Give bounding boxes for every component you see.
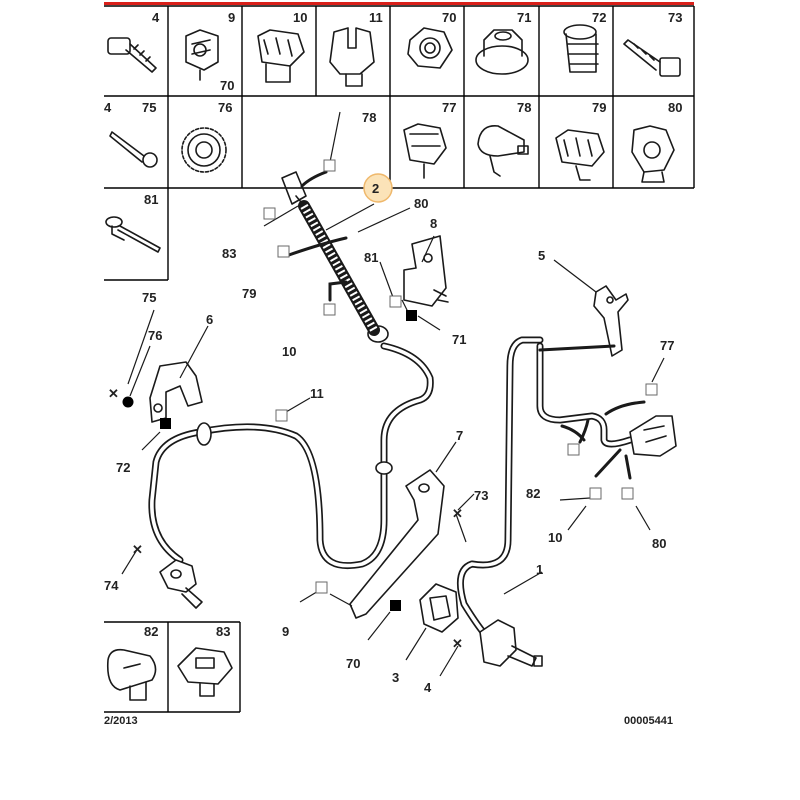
callout-7: 7 xyxy=(456,428,463,443)
reference-markers: ✕ ✕ ✕ ✕ xyxy=(108,159,658,651)
callout-10b: 10 xyxy=(548,530,562,545)
bottom-parts-grid xyxy=(104,621,241,713)
grid-label-82: 82 xyxy=(144,624,158,639)
leader-lines xyxy=(121,111,665,677)
sensor-4 xyxy=(479,619,543,667)
callout-71: 71 xyxy=(452,332,466,347)
thumb-holder-80 xyxy=(631,125,675,183)
callout-80a: 80 xyxy=(414,196,428,211)
cross-marker-74: ✕ xyxy=(132,542,143,557)
thumb-bolt-4 xyxy=(107,37,157,73)
pipe-right-upper xyxy=(536,342,634,448)
thumb-nut-70 xyxy=(407,27,453,69)
callout-9: 9 xyxy=(282,624,289,639)
callout-72: 72 xyxy=(116,460,130,475)
grid-label-72: 72 xyxy=(592,10,606,25)
callout-75: 75 xyxy=(142,290,156,305)
grid-label-75: 75 xyxy=(142,100,156,115)
callout-77: 77 xyxy=(660,338,674,353)
grid-label-71: 71 xyxy=(517,10,531,25)
thumb-clip-9 xyxy=(185,29,219,81)
grid-label-10: 10 xyxy=(293,10,307,25)
thumb-clip-79 xyxy=(555,129,605,181)
thumb-screw-73 xyxy=(623,39,681,77)
sensor-74 xyxy=(159,559,203,609)
thumb-holder-11 xyxy=(329,27,375,87)
grid-label-79: 79 xyxy=(592,100,606,115)
thumb-clip-83 xyxy=(177,647,233,697)
pipe-1 xyxy=(456,336,544,644)
footer-date: 2/2013 xyxy=(104,715,138,727)
header-accent-line xyxy=(104,2,694,5)
footer-ref: 00005441 xyxy=(624,715,673,727)
callout-80b: 80 xyxy=(652,536,666,551)
callout-11: 11 xyxy=(310,386,324,401)
cross-marker-73: ✕ xyxy=(452,506,463,521)
callout-3: 3 xyxy=(392,670,399,685)
grid-label-4b: 4 xyxy=(104,100,112,115)
grid-label-9: 9 xyxy=(228,10,235,25)
grid-label-70: 70 xyxy=(442,10,456,25)
callout-70: 70 xyxy=(346,656,360,671)
callout-6: 6 xyxy=(206,312,213,327)
grid-label-83: 83 xyxy=(216,624,230,639)
thumb-washer-76 xyxy=(181,127,227,173)
parts-index-grid xyxy=(104,5,695,281)
thumb-clip-77 xyxy=(403,123,447,179)
grid-label-11: 11 xyxy=(369,10,383,25)
bracket-7 xyxy=(349,469,445,619)
flex-hose-2 xyxy=(281,171,380,336)
thumb-pin-81 xyxy=(105,216,161,253)
bracket-8 xyxy=(403,235,449,307)
grid-label-77: 77 xyxy=(442,100,456,115)
grid-label-73: 73 xyxy=(668,10,682,25)
bracket-6 xyxy=(149,361,203,423)
callout-2: 2 xyxy=(372,181,379,196)
thumb-rivet-nut-72 xyxy=(563,24,599,73)
callout-8: 8 xyxy=(430,216,437,231)
callout-1: 1 xyxy=(536,562,543,577)
grid-label-76: 76 xyxy=(218,100,232,115)
thumb-clip-10 xyxy=(257,29,305,83)
connector-80 xyxy=(629,415,677,457)
highlight-callout-2 xyxy=(363,173,393,203)
callout-83: 83 xyxy=(222,246,236,261)
thumb-clip-78 xyxy=(477,125,529,177)
callout-4: 4 xyxy=(424,680,432,695)
grid-label-4: 4 xyxy=(152,10,160,25)
cross-marker-4: ✕ xyxy=(452,636,463,651)
grid-label-80: 80 xyxy=(668,100,682,115)
grid-label-81: 81 xyxy=(144,192,158,207)
pipe-assembly-11 xyxy=(148,342,434,570)
cross-marker-75: ✕ xyxy=(108,386,119,401)
callout-74: 74 xyxy=(104,578,119,593)
bracket-5 xyxy=(593,285,629,357)
callout-81: 81 xyxy=(364,250,378,265)
callout-10a: 10 xyxy=(282,344,296,359)
callout-78: 78 xyxy=(362,110,376,125)
grid-label-78: 78 xyxy=(517,100,531,115)
callout-79: 79 xyxy=(242,286,256,301)
callout-5: 5 xyxy=(538,248,545,263)
callout-82: 82 xyxy=(526,486,540,501)
thumb-clip-82 xyxy=(106,648,157,701)
nut-3 xyxy=(419,583,459,633)
grid-sublabel-70: 70 xyxy=(220,78,234,93)
callout-73: 73 xyxy=(474,488,488,503)
thumb-nut-71 xyxy=(475,29,529,75)
callout-76: 76 xyxy=(148,328,162,343)
thumb-screw-75 xyxy=(109,131,158,168)
